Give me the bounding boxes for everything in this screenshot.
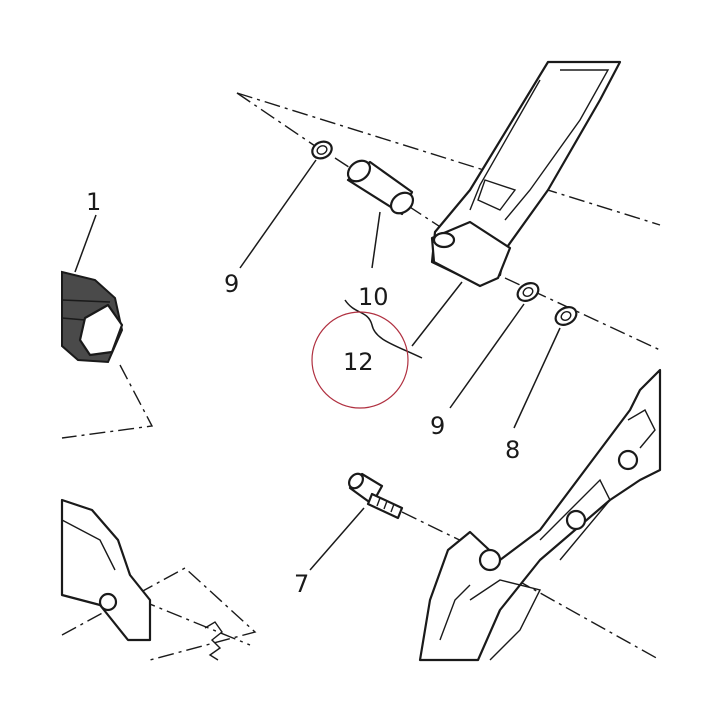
pedal-bracket-assembly	[60, 498, 223, 661]
bolt-part-7	[348, 472, 404, 520]
bushing-part-10	[346, 159, 415, 216]
callout-10: 10	[358, 283, 389, 311]
callout-12: 12	[343, 348, 374, 376]
leader-lines	[74, 159, 561, 571]
washer-part-9-upper	[311, 140, 333, 160]
callout-8: 8	[505, 436, 520, 464]
seal-ring-part-8	[554, 306, 578, 326]
callout-7: 7	[294, 570, 309, 598]
washer-part-9-lower	[516, 282, 540, 302]
highlight-circle	[311, 311, 409, 409]
callout-9-upper: 9	[224, 270, 239, 298]
bracket-brace-12	[344, 299, 423, 359]
callout-labels: 1 9 10 12 9 8 7	[86, 188, 520, 598]
frame-bracket	[418, 368, 662, 662]
swing-arm	[430, 60, 622, 288]
callout-1: 1	[86, 188, 101, 216]
bearing-housing-part-1	[61, 270, 124, 364]
callout-9-lower: 9	[430, 412, 445, 440]
